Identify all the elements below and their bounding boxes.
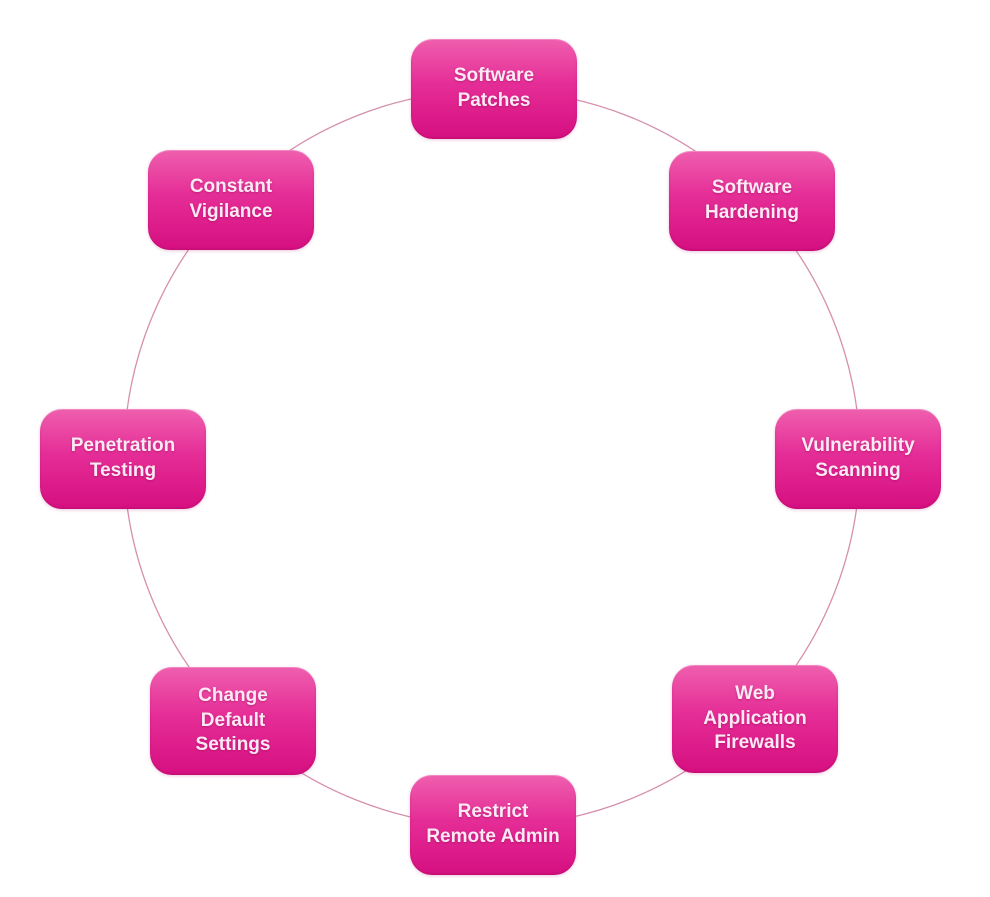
node-constant-vigilance: Constant Vigilance (148, 150, 314, 250)
node-software-patches: Software Patches (411, 39, 577, 139)
node-web-application-firewalls: Web Application Firewalls (672, 665, 838, 773)
node-vulnerability-scanning: Vulnerability Scanning (775, 409, 941, 509)
node-change-default-settings: Change Default Settings (150, 667, 316, 775)
node-penetration-testing: Penetration Testing (40, 409, 206, 509)
node-restrict-remote-admin: Restrict Remote Admin (410, 775, 576, 875)
node-software-hardening: Software Hardening (669, 151, 835, 251)
